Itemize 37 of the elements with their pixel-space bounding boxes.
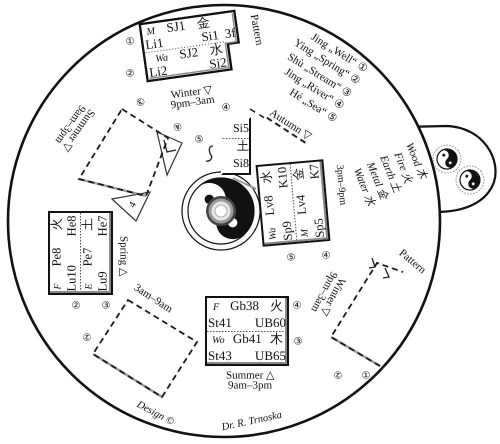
circled-number: ③ [294, 336, 302, 348]
circled-number: ② [72, 300, 80, 312]
point-box [205, 296, 289, 366]
point-text: St43 UB65 [208, 348, 286, 364]
time-label: 3pm–9pm [334, 164, 348, 206]
point-text: F Gb38 火 [213, 298, 283, 314]
season-label: Winter ▽ 9pm–3am [168, 85, 216, 111]
circled-number: ⑤ [286, 252, 296, 264]
season-label: Summer △ 9am–3pm [224, 372, 276, 390]
circled-number: ② [334, 368, 342, 380]
point-text: E Pe7 土 [80, 217, 95, 289]
fragment-text: 4 [126, 200, 140, 210]
tab-label: Pattern [248, 14, 264, 46]
circled-number: ① [126, 36, 134, 48]
circled-number: ④ [322, 250, 330, 262]
season-label: Spring △ [116, 236, 130, 276]
point-text: Lu9 He7 [95, 215, 110, 291]
circled-number: ④ [292, 300, 302, 312]
point-text: Sp5 K7 [306, 163, 328, 238]
circled-number: ② [126, 68, 134, 80]
point-text: Lu10 He8 [64, 215, 80, 291]
circled-number: ④ [170, 119, 184, 133]
circled-number: ③ [133, 94, 147, 108]
circled-number: ③ [102, 300, 110, 312]
point-text: F Pe8 火 [50, 217, 64, 289]
point-text: Wo Gb41 木 [212, 331, 283, 348]
point-text: 土 [237, 138, 249, 154]
circled-number: ① [362, 370, 370, 382]
point-text: Si8 [232, 155, 249, 171]
point-box [48, 211, 112, 295]
point-text: St41 UB60 [208, 314, 286, 331]
credit-text: Dr. R. Trnoska [220, 410, 284, 434]
circled-number: ② [82, 330, 92, 342]
point-text: Si5 [232, 120, 249, 136]
circled-number: ⑤ [194, 134, 204, 146]
circled-number: ④ [222, 102, 230, 114]
point-text: 3f [224, 26, 237, 42]
